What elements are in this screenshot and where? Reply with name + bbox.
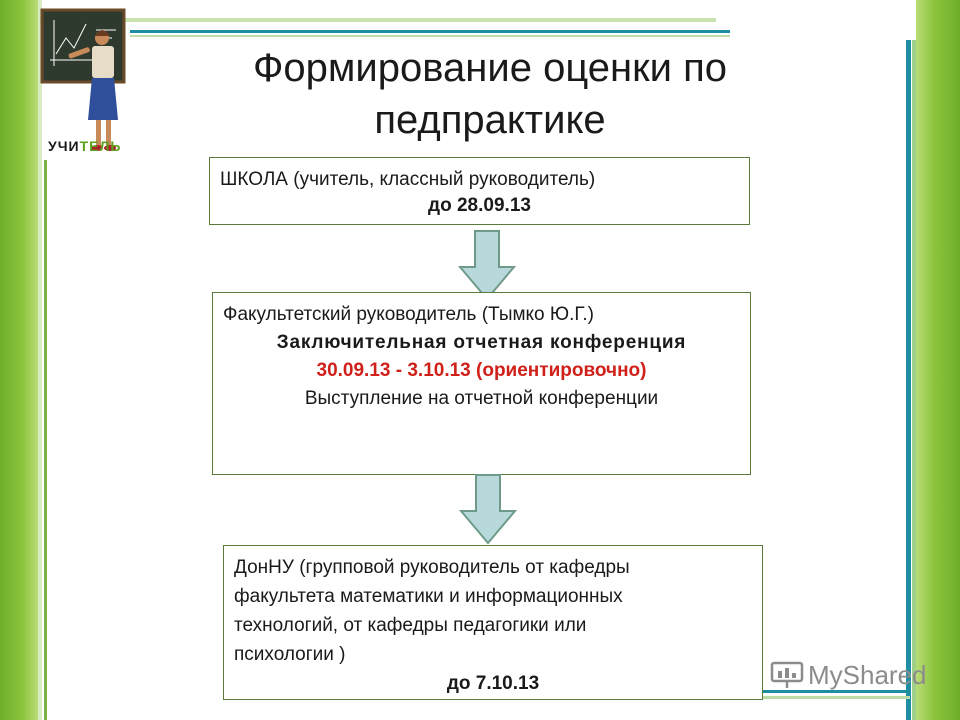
conference-title: Заключительная отчетная конференция: [276, 332, 687, 353]
title-line: педпрактике: [374, 98, 606, 142]
right-decor-stripe: [912, 40, 916, 720]
teacher-illustration: [40, 8, 126, 151]
conference-speech: Выступление на отчетной конференции: [304, 388, 659, 409]
left-decor-stripe: [44, 160, 47, 720]
school-title: ШКОЛА (учитель, классный руководитель): [220, 169, 596, 190]
left-decor-stripe: [38, 0, 42, 720]
teacher-label: УЧИТЕЛЬ: [48, 138, 122, 154]
donnu-line: технологий, от кафедры педагогики или: [234, 615, 587, 636]
watermark: MyShared: [770, 658, 927, 692]
donnu-box: ДонНУ (групповой руководитель от кафедры…: [223, 545, 763, 700]
school-box: ШКОЛА (учитель, классный руководитель) д…: [209, 157, 750, 225]
conference-dates: 30.09.13 - 3.10.13 (ориентировочно): [316, 360, 647, 381]
presentation-icon: [770, 661, 804, 688]
right-decor-bar: [916, 0, 960, 720]
donnu-deadline: до 7.10.13: [446, 673, 540, 694]
top-decor-line: [40, 18, 716, 22]
school-deadline: до 28.09.13: [428, 195, 531, 216]
down-arrow-icon: [459, 474, 517, 545]
title-line: Формирование оценки по: [253, 46, 727, 90]
slide-title: Формирование оценки по педпрактике: [180, 42, 800, 146]
down-arrow-icon: [458, 230, 516, 301]
top-decor-line: [130, 35, 730, 37]
donnu-line: факультета математики и информационных: [234, 586, 623, 607]
donnu-line: психологии ): [234, 644, 346, 665]
left-decor-bar: [0, 0, 38, 720]
faculty-box: Факультетский руководитель (Тымко Ю.Г.) …: [212, 292, 751, 475]
right-decor-stripe: [906, 40, 911, 720]
donnu-line: ДонНУ (групповой руководитель от кафедры: [234, 557, 630, 578]
faculty-supervisor: Факультетский руководитель (Тымко Ю.Г.): [223, 304, 594, 325]
watermark-text: MyShared: [808, 659, 927, 690]
top-decor-line: [130, 30, 730, 33]
